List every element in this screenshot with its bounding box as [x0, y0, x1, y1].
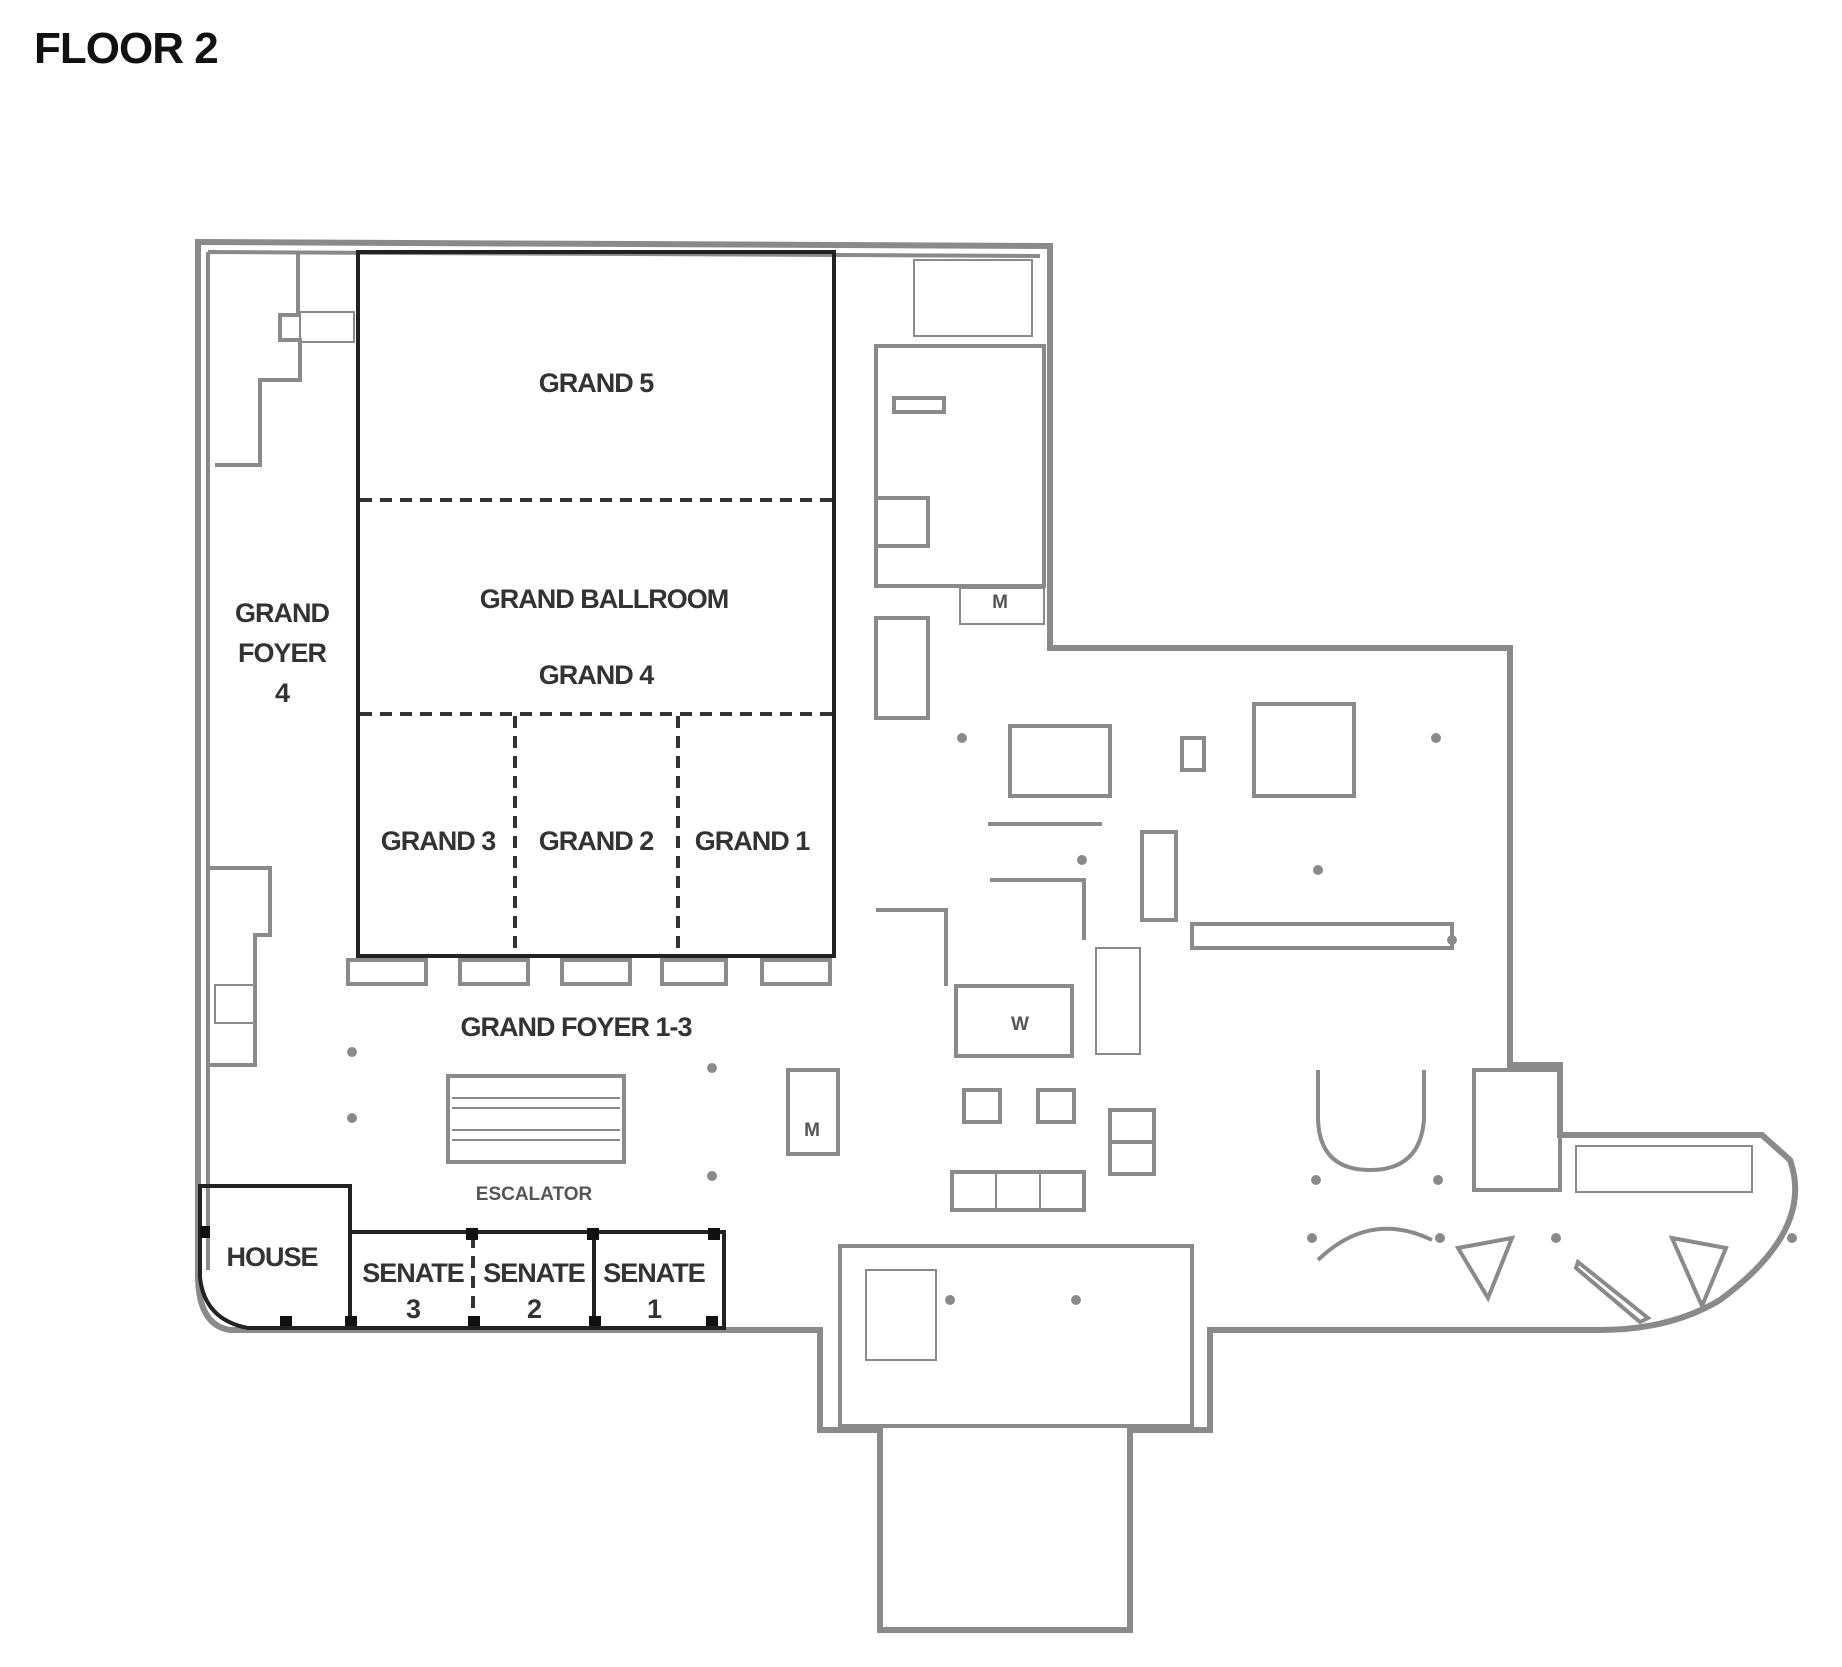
restroom-women[interactable]	[954, 984, 1074, 1058]
service-room-north	[874, 344, 1046, 588]
lobby-bench	[1573, 1258, 1652, 1325]
stair-core-west	[210, 866, 272, 1067]
room	[1252, 702, 1356, 798]
lobby-bench	[1668, 1235, 1729, 1312]
ballroom-door[interactable]	[760, 958, 832, 986]
house-room[interactable]	[198, 1184, 352, 1330]
room	[1008, 724, 1112, 798]
wall	[990, 878, 1086, 940]
outer-wall-west-wing	[195, 238, 1799, 1633]
room-label-senate-2-line2: 2	[527, 1294, 541, 1324]
lobby-bench	[1454, 1235, 1516, 1303]
room-label-grand-foyer-4-line3: 4	[275, 678, 290, 708]
grand-ballroom-room[interactable]	[356, 250, 836, 958]
room-label-senate-2-line1: SENATE	[483, 1258, 585, 1288]
room-label-senate-1-line1: SENATE	[603, 1258, 705, 1288]
room-label-grand-2: GRAND 2	[539, 826, 654, 856]
senate-posts	[200, 1226, 720, 1326]
room-label-senate-3-line1: SENATE	[362, 1258, 464, 1288]
wall	[876, 908, 948, 986]
room-label-senate-1-line2: 1	[647, 1294, 662, 1324]
curved-seating	[1316, 1226, 1433, 1262]
room	[1180, 736, 1206, 772]
room-label-grand-foyer-4-line1: GRAND	[235, 598, 329, 628]
restroom-label-men-upper: M	[992, 592, 1008, 613]
stairs-service-east	[959, 587, 1045, 625]
stairs-northeast	[913, 259, 1033, 337]
elevator-bank[interactable]	[950, 1088, 1156, 1212]
restroom-label-women: W	[1011, 1014, 1029, 1035]
grand-staircase	[1316, 1070, 1426, 1173]
room-label-senate-3-line2: 3	[406, 1294, 421, 1324]
service-room	[874, 616, 930, 720]
service-room	[874, 496, 930, 548]
escalator-steps	[452, 1097, 620, 1141]
stairs-northwest	[299, 311, 355, 343]
restroom-label-men-lower: M	[804, 1120, 820, 1141]
room-label-house: HOUSE	[226, 1242, 317, 1272]
room-label-grand-foyer-4-line2: FOYER	[238, 638, 327, 668]
floor-title: FLOOR 2	[34, 24, 219, 73]
room	[1190, 922, 1454, 950]
south-terrace-room	[838, 1244, 1194, 1428]
room-label-grand-foyer-1-3: GRAND FOYER 1-3	[460, 1012, 692, 1042]
stair-core-northwest	[215, 252, 302, 467]
stairs-central	[1095, 947, 1141, 1055]
room-label-grand-1: GRAND 1	[695, 826, 810, 856]
restroom-men-lower[interactable]	[786, 1068, 840, 1156]
room-label-grand-4: GRAND 4	[539, 660, 654, 690]
room-label-grand-ballroom: GRAND BALLROOM	[480, 584, 728, 614]
stairs-west	[214, 984, 256, 1024]
service-counter	[892, 396, 946, 414]
stairs-east	[1575, 1145, 1753, 1193]
columns	[347, 733, 1797, 1305]
room-label-grand-3: GRAND 3	[381, 826, 496, 856]
senate-row	[350, 1230, 726, 1330]
ballroom-door[interactable]	[660, 958, 728, 986]
room-label-escalator: ESCALATOR	[476, 1184, 593, 1205]
room-label-grand-5: GRAND 5	[539, 368, 654, 398]
ballroom-door[interactable]	[458, 958, 530, 986]
ballroom-door[interactable]	[560, 958, 632, 986]
room	[1140, 830, 1178, 922]
escalator-block[interactable]	[446, 1074, 626, 1164]
ballroom-door[interactable]	[346, 958, 428, 986]
east-service-room	[1472, 1068, 1562, 1192]
stairs-south	[865, 1269, 937, 1361]
